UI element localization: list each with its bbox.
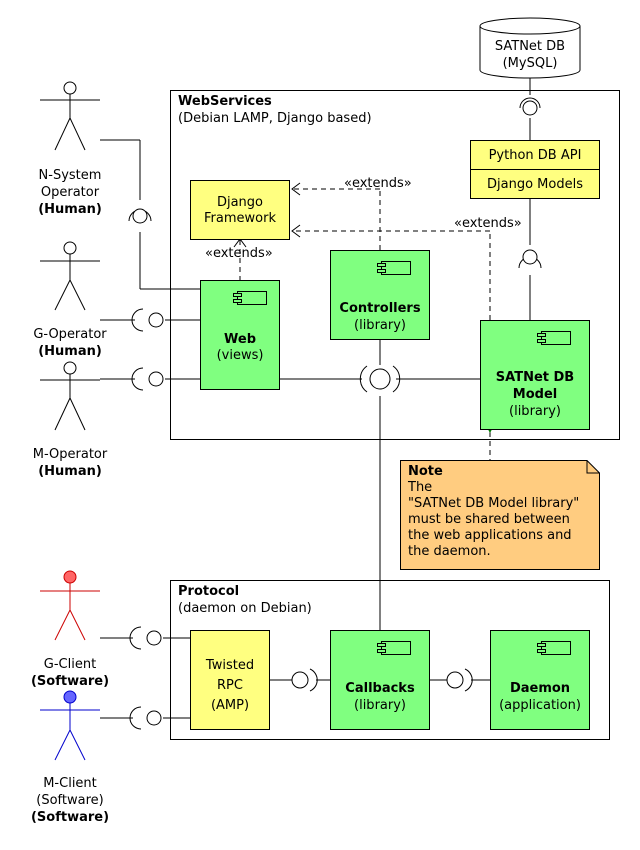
actor-kind: (Software)	[30, 810, 110, 825]
component-icon	[377, 641, 411, 655]
web-sub: (views)	[216, 348, 264, 363]
actor-m-operator: M-Operator (Human)	[10, 446, 130, 480]
actor-name: Operator	[40, 185, 100, 200]
g-client-figure	[40, 570, 100, 641]
controllers-name: Controllers	[339, 301, 421, 316]
database-engine: (MySQL)	[502, 56, 558, 71]
web-component: Web (views)	[200, 280, 280, 390]
controllers-component: Controllers (library)	[330, 250, 430, 340]
webservices-subtitle: (Debian LAMP, Django based)	[178, 111, 372, 126]
note-text: Note The "SATNet DB Model library" must …	[408, 464, 579, 560]
component-icon	[233, 291, 267, 305]
database-label: SATNet DB (MySQL)	[480, 38, 580, 72]
twisted-line1: Twisted	[205, 658, 255, 673]
actor-name: M-Client	[43, 776, 97, 791]
protocol-subtitle: (daemon on Debian)	[178, 601, 312, 616]
component-icon	[537, 331, 571, 345]
model-sub: (library)	[509, 404, 561, 419]
actor-name: (Software)	[36, 793, 104, 808]
component-icon	[377, 261, 411, 275]
actor-name: M-Operator	[32, 447, 108, 462]
twisted-rpc-box: Twisted RPC (AMP)	[190, 630, 270, 730]
controllers-sub: (library)	[354, 318, 406, 333]
actor-name: N-System	[38, 168, 102, 183]
webservices-title: WebServices	[178, 94, 272, 109]
extends-label-controllers: «extends»	[344, 176, 412, 191]
actor-m-client: M-Client (Software) (Software)	[10, 775, 130, 826]
django-framework-box: Django Framework	[190, 180, 290, 240]
actor-g-client: G-Client (Software)	[10, 656, 130, 690]
python-db-api-box: Python DB API	[470, 140, 600, 170]
note-line: must be shared between	[408, 512, 570, 527]
django-framework-line2: Framework	[204, 211, 276, 226]
satnet-model-component: SATNet DB Model (library)	[480, 320, 590, 430]
component-icon	[537, 641, 571, 655]
note-title: Note	[408, 464, 443, 479]
actor-kind: (Human)	[38, 344, 102, 359]
django-models-box: Django Models	[470, 169, 600, 199]
actor-kind: (Human)	[38, 464, 102, 479]
model-line1: SATNet DB	[495, 370, 575, 385]
actor-kind: (Human)	[38, 202, 102, 217]
python-db-api-label: Python DB API	[488, 148, 582, 163]
django-framework-line1: Django	[216, 195, 264, 210]
django-models-label: Django Models	[487, 177, 583, 192]
actor-figures	[40, 81, 100, 431]
callbacks-component: Callbacks (library)	[330, 630, 430, 730]
database-name: SATNet DB	[494, 39, 566, 54]
note-shape	[400, 460, 600, 570]
callbacks-name: Callbacks	[345, 681, 415, 696]
callbacks-sub: (library)	[354, 698, 406, 713]
note-line: the daemon.	[408, 544, 491, 559]
twisted-line2: RPC	[217, 678, 243, 693]
actor-g-operator: G-Operator (Human)	[10, 326, 130, 360]
note-line: The	[408, 480, 433, 495]
actor-name: G-Operator	[33, 327, 107, 342]
extends-label-model: «extends»	[454, 216, 522, 231]
note-line: the web applications and	[408, 528, 572, 543]
twisted-line3: (AMP)	[210, 698, 250, 713]
webservices-package	[170, 90, 620, 440]
daemon-sub: (application)	[499, 698, 581, 713]
model-line2: Model	[512, 387, 558, 402]
note-line: "SATNet DB Model library"	[408, 496, 580, 511]
actor-n-operator: N-System Operator (Human)	[10, 167, 130, 218]
daemon-name: Daemon	[509, 681, 571, 696]
web-name: Web	[224, 332, 256, 347]
daemon-component: Daemon (application)	[490, 630, 590, 730]
extends-label-web: «extends»	[205, 246, 273, 261]
protocol-title: Protocol	[178, 584, 240, 599]
m-client-figure	[40, 690, 100, 761]
actor-name: G-Client	[43, 657, 97, 672]
protocol-package	[170, 580, 610, 740]
actor-kind: (Software)	[30, 674, 110, 689]
